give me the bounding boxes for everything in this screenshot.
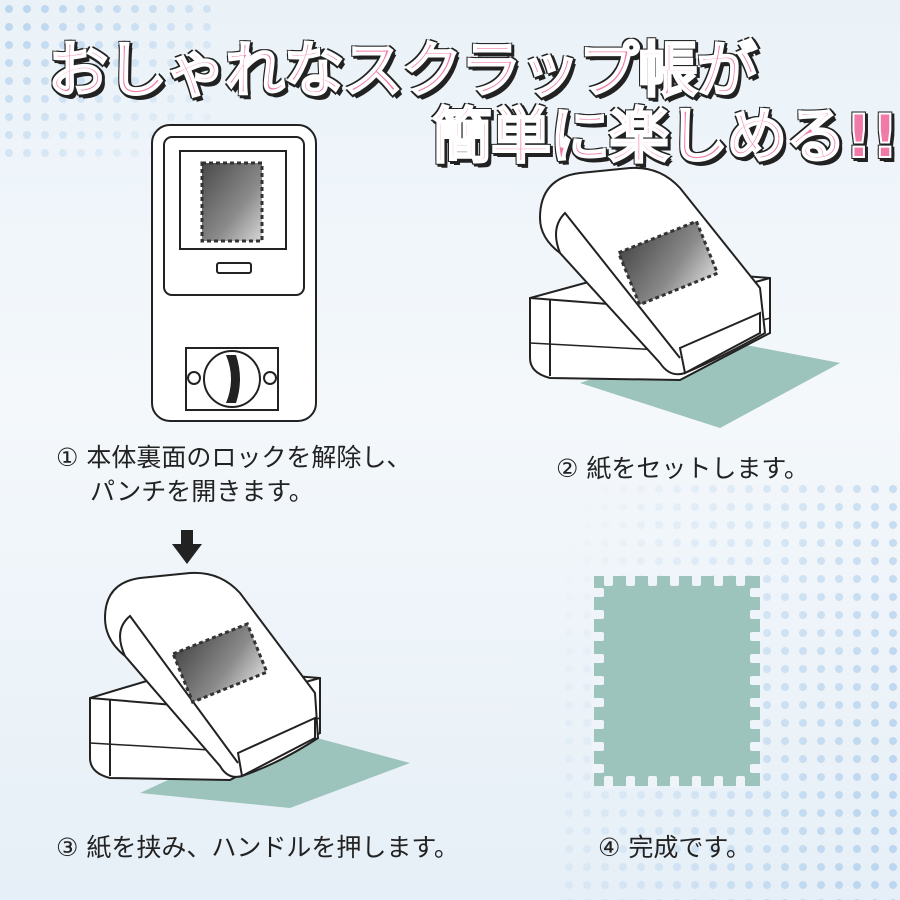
headline-line-2: 簡単に楽しめる!! [431, 101, 900, 173]
step-4-text: 完成です。 [628, 833, 751, 862]
step-4-caption: ④ 完成です。 [598, 831, 751, 865]
device-pressing-illustration [89, 571, 410, 808]
step-1-text-line2: パンチを開きます。 [90, 477, 314, 506]
step-1-number: ① [56, 443, 79, 472]
step-2-text: 紙をセットします。 [586, 454, 809, 483]
step-1-text-line1: 本体裏面のロックを解除し、 [86, 443, 412, 472]
down-arrow-icon [172, 530, 202, 564]
device-back-illustration [151, 124, 317, 422]
step-1-caption: ① 本体裏面のロックを解除し、 パンチを開きます。 [56, 441, 411, 509]
stamp-border-icon [171, 621, 269, 705]
finished-stamp-paper [592, 574, 762, 788]
step-3-number: ③ [56, 833, 79, 862]
step-2-caption: ② 紙をセットします。 [556, 452, 809, 486]
step-4-number: ④ [598, 833, 621, 862]
step-3-text: 紙を挟み、ハンドルを押します。 [86, 833, 459, 862]
step-2-number: ② [556, 454, 579, 483]
device-open-with-paper-illustration [529, 166, 840, 428]
headline-line-1: おしゃれなスクラップ帳が [47, 35, 758, 107]
step-3-caption: ③ 紙を挟み、ハンドルを押します。 [56, 831, 459, 865]
stamp-border-icon [200, 161, 264, 243]
